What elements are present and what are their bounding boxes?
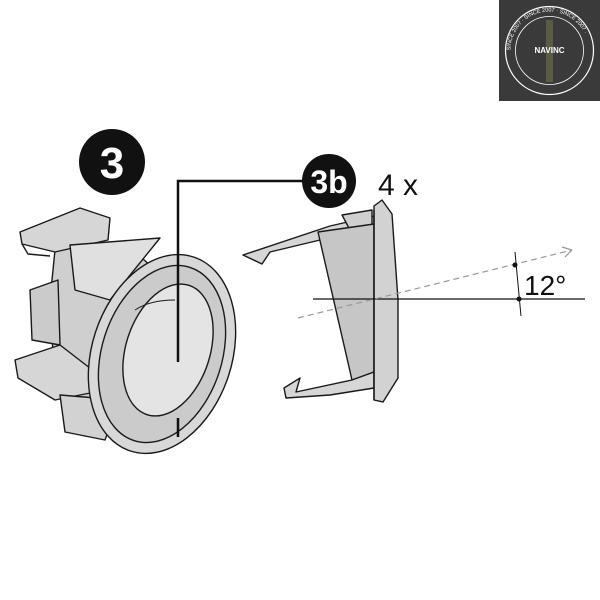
- step-3b-label: 3b: [310, 164, 347, 200]
- logo-wordmark: NAVINC: [534, 46, 564, 55]
- step-3-circle: [79, 129, 145, 195]
- leader-line: [176, 179, 305, 437]
- quantity-label: 4 x: [378, 169, 418, 202]
- clip-cap-plate: [373, 199, 399, 403]
- logo-seal-inner: [515, 16, 584, 85]
- step-3-badge: 3: [79, 129, 145, 195]
- tilt-axis: [297, 249, 573, 319]
- brand-logo: SINCE 2007 · SINCE 2007 · SINCE 2007 · N…: [499, 0, 600, 101]
- angle-dot-upper: [512, 262, 518, 268]
- angle-value: 12°: [524, 270, 566, 301]
- step-3-number: 3: [100, 139, 124, 188]
- bore-depth-line: [134, 299, 176, 311]
- housing-left-flap: [29, 279, 61, 346]
- angle-annotation: 12°: [297, 246, 585, 319]
- angle-arc: [514, 251, 522, 317]
- ring-housing-part: [14, 207, 237, 455]
- clip-detail-part: [242, 199, 399, 403]
- housing-top-clip-edge: [21, 243, 51, 257]
- logo-mark: [546, 20, 553, 82]
- tilt-axis-arrowhead: [561, 246, 573, 258]
- clip-wedge: [317, 223, 375, 381]
- logo-seal-outer: [504, 5, 595, 96]
- step-3b-circle: [302, 154, 356, 208]
- ring-bore: [122, 283, 214, 417]
- leader-main: [176, 179, 305, 362]
- angle-dot-lower: [516, 296, 522, 302]
- step-3b-badge: 3b: [302, 154, 356, 208]
